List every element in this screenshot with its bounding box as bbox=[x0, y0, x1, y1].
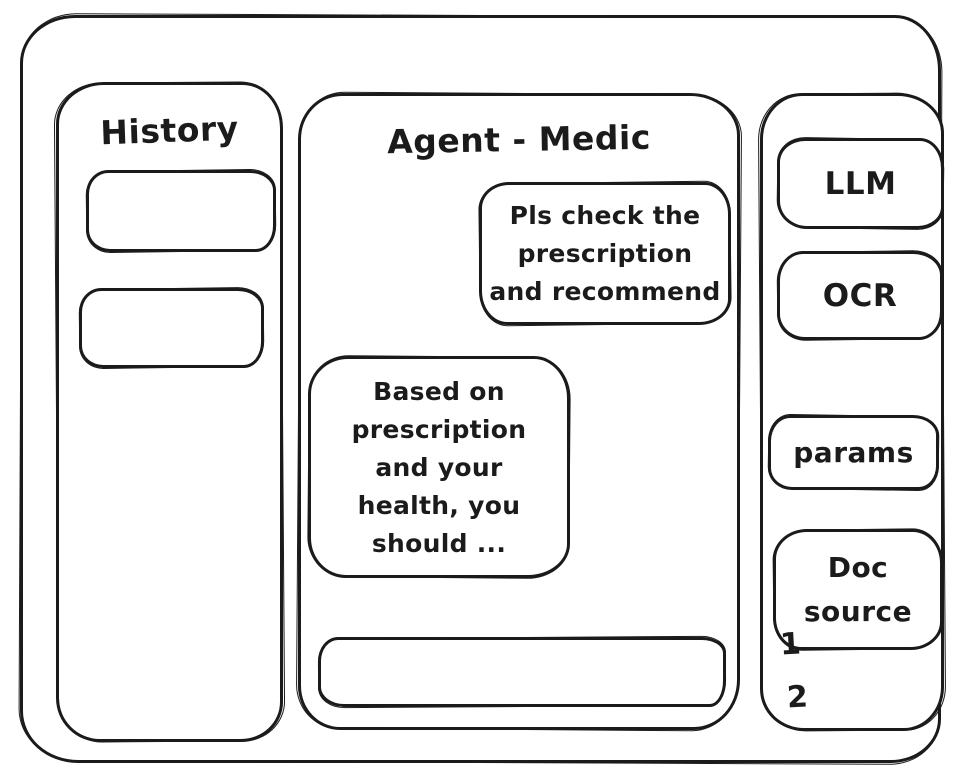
app-window-frame: History Agent - Medic Pls check the pres… bbox=[20, 15, 944, 763]
chat-title: Agent - Medic bbox=[386, 117, 652, 162]
llm-button[interactable]: LLM bbox=[777, 138, 944, 229]
ocr-button[interactable]: OCR bbox=[777, 251, 943, 340]
user-message-bubble: Pls check the prescription and recommend bbox=[479, 182, 731, 325]
chat-panel: Agent - Medic Pls check the prescription… bbox=[298, 93, 740, 730]
history-item[interactable] bbox=[86, 170, 276, 252]
assistant-message-bubble: Based on prescription and your health, y… bbox=[308, 356, 570, 578]
history-item[interactable] bbox=[79, 288, 264, 368]
message-input[interactable] bbox=[318, 637, 726, 707]
doc-source-item[interactable]: 2 bbox=[786, 679, 809, 716]
params-button[interactable]: params bbox=[768, 415, 939, 490]
tools-panel: LLM OCR params Doc source 1 2 bbox=[760, 93, 944, 731]
history-title: History bbox=[99, 108, 240, 153]
doc-source-button[interactable]: Doc source bbox=[773, 529, 943, 650]
history-panel: History bbox=[56, 82, 283, 742]
doc-source-item[interactable]: 1 bbox=[779, 626, 802, 663]
